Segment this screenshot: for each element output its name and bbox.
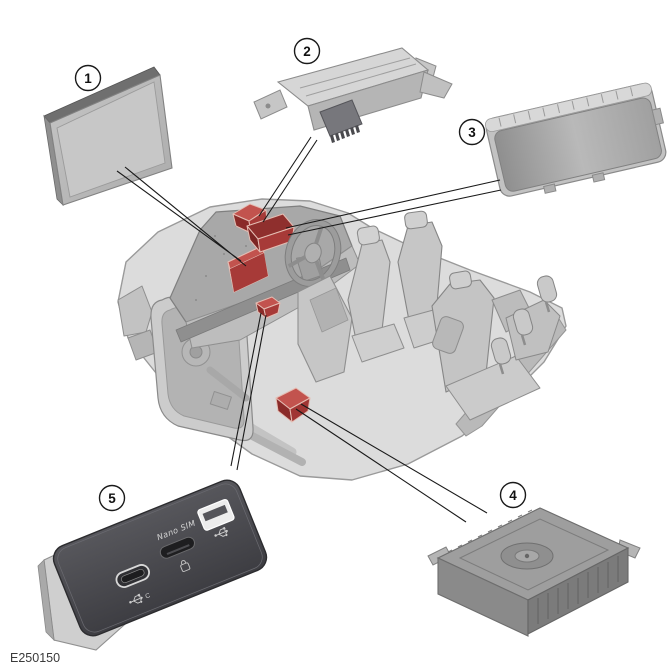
center-console-pad: [309, 287, 349, 333]
hub-bracket-side: [37, 559, 55, 642]
flange-hole: [265, 103, 271, 109]
callout-3: 3: [458, 118, 486, 146]
box-edge-teeth: [447, 509, 533, 553]
cluster-top-ribs: [498, 87, 634, 127]
box-top-inset: [458, 518, 610, 591]
panel-screen-inset: [56, 81, 166, 198]
part-4-audio-module: [427, 507, 641, 637]
linkage: [206, 366, 250, 402]
usb-c-letter: C: [144, 592, 151, 600]
callout-5-number: 5: [108, 491, 116, 506]
car-interior-illustration: ,: [117, 198, 567, 481]
box-left-face: [437, 557, 529, 637]
cluster-screen-face: [494, 97, 662, 192]
part-3-cluster-panel: [484, 82, 667, 197]
front-structure: [117, 285, 153, 337]
leader-5: [230, 312, 267, 471]
nano-sim-slot-lip: [166, 544, 190, 556]
usb-c-port-inner: [121, 568, 145, 584]
third-row-seats: [490, 275, 561, 375]
cluster-tab: [591, 172, 606, 183]
bracket: [209, 391, 232, 410]
sim-lock-icon: [180, 560, 191, 572]
cluster-tab: [651, 107, 664, 126]
highlight-usb-hub-location: [255, 296, 281, 319]
callout-2-number: 2: [303, 44, 311, 59]
callout-1-number: 1: [84, 71, 92, 86]
part-5-usb-hub: C Nano SIM: [37, 479, 268, 651]
hub-faceplate: [52, 479, 268, 637]
module-step: [419, 71, 453, 99]
usb-trident-c-icon: C: [129, 592, 152, 604]
connector-body: [319, 99, 363, 137]
connector-pins: [330, 125, 360, 143]
steering-wheel: [284, 219, 342, 287]
usb-trident-icon: [214, 526, 229, 537]
part-2-module: [253, 47, 453, 143]
box-boss-screw: [524, 553, 530, 559]
front-seat-left: [347, 225, 405, 363]
highlight-audio-module-location: [275, 387, 311, 423]
highlight-display-screen: [227, 245, 269, 293]
figure-code-label: E250150: [10, 651, 60, 665]
box-vent-ribs: [537, 556, 619, 624]
highlight-cluster-location: [246, 213, 295, 253]
leader-4: [295, 403, 488, 523]
cluster-tab: [543, 183, 557, 194]
leader-3: [285, 179, 502, 236]
callout-4-number: 4: [509, 488, 517, 503]
callout-5: 5: [98, 484, 126, 512]
callout-3-number: 3: [468, 125, 476, 140]
part-1-display-panel: [43, 66, 173, 207]
usb-a-port-tongue: [202, 504, 228, 522]
leader-1: [116, 166, 247, 267]
leader-lines: [116, 136, 502, 523]
leader-2: [258, 136, 318, 223]
callout-4: 4: [499, 481, 527, 509]
module-left-flange: [253, 89, 288, 120]
module-ridges: [299, 57, 417, 97]
callout-2: 2: [293, 37, 321, 65]
callout-1: 1: [74, 64, 102, 92]
